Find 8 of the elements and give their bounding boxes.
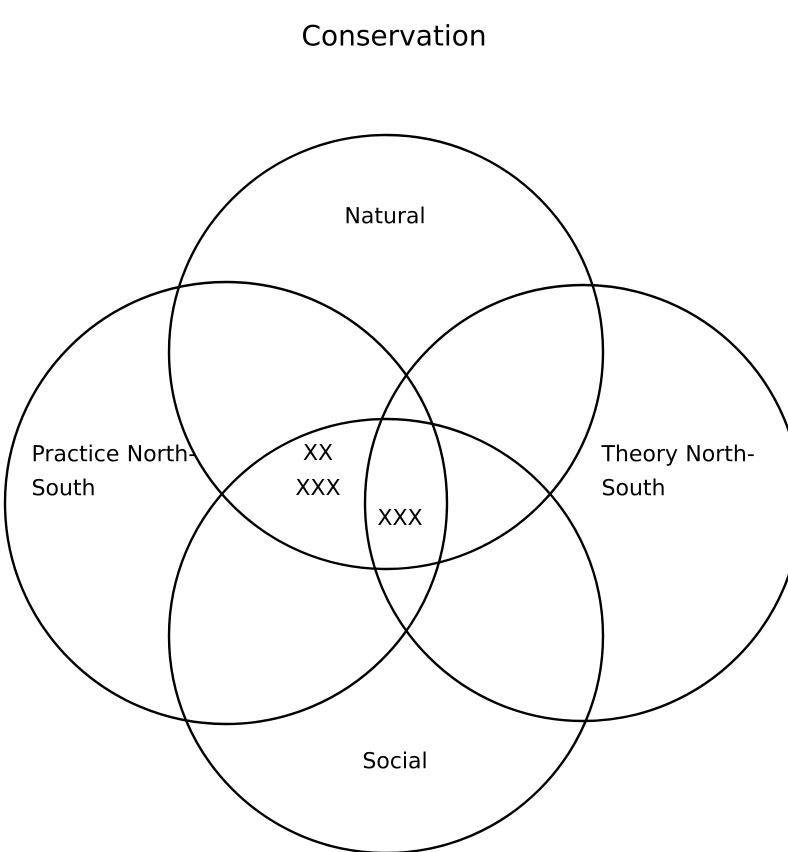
region-label: XXX	[378, 508, 422, 526]
title: Conservation	[303, 24, 484, 46]
circle-label: Social	[364, 752, 426, 769]
circle-label: Natural	[346, 206, 424, 224]
region-label: XXX	[296, 478, 340, 496]
circle-label: Practice North-South	[32, 444, 196, 496]
circle-label: Theory North-South	[601, 444, 754, 496]
region-label: XX	[304, 444, 332, 460]
